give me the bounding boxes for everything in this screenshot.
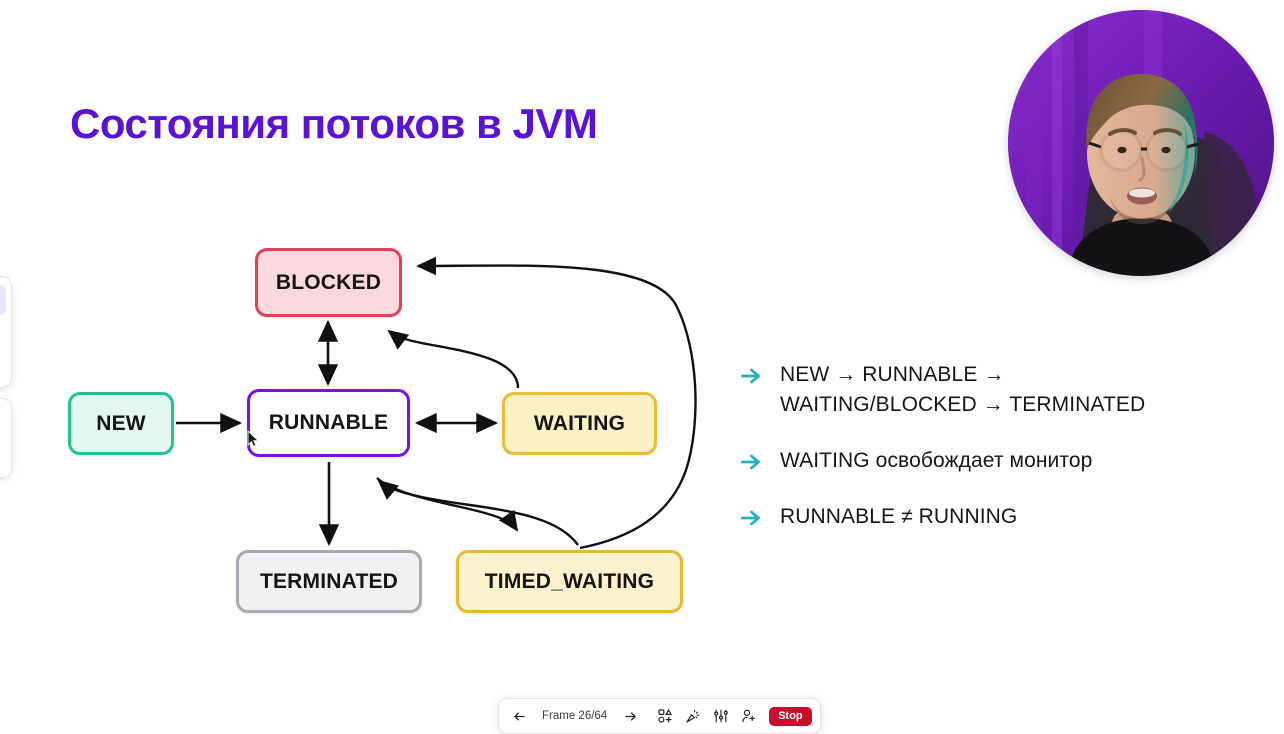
edge-waiting-to-blocked: [387, 329, 520, 389]
left-toolbar-secondary[interactable]: [0, 398, 12, 478]
list-item-text: RUNNABLE ≠ RUNNING: [780, 505, 1018, 528]
node-label: TERMINATED: [259, 569, 399, 593]
list-item: RUNNABLE ≠ RUNNING: [738, 502, 1238, 532]
arrow-right-icon: [738, 363, 764, 389]
add-person-icon[interactable]: [737, 705, 761, 727]
state-node-new[interactable]: NEW: [68, 392, 174, 455]
left-toolbar[interactable]: [0, 276, 12, 388]
list-item-text: WAITING освобождает монитор: [780, 449, 1093, 472]
list-item: NEW → RUNNABLE → WAITING/BLOCKED → TERMI…: [738, 360, 1238, 420]
node-label: BLOCKED: [275, 270, 382, 294]
edge-timed-to-runnable: [377, 479, 579, 546]
state-diagram[interactable]: BLOCKED NEW RUNNABLE WAITING TERMINATED …: [0, 0, 760, 680]
presentation-toolbar[interactable]: Frame 26/64: [498, 698, 821, 734]
node-label: TIMED_WAITING: [484, 569, 655, 593]
bullet-list: NEW → RUNNABLE → WAITING/BLOCKED → TERMI…: [738, 360, 1238, 558]
list-item: WAITING освобождает монитор: [738, 446, 1238, 476]
sliders-icon[interactable]: [709, 705, 733, 727]
arrow-right-icon: [738, 505, 764, 531]
state-node-terminated[interactable]: TERMINATED: [236, 550, 422, 613]
arrow-right-icon: [738, 449, 764, 475]
state-node-runnable[interactable]: RUNNABLE: [247, 389, 410, 457]
confetti-icon[interactable]: [681, 705, 705, 727]
presenter-webcam-bubble[interactable]: [1008, 10, 1274, 276]
edge-runnable-to-timed: [376, 477, 519, 532]
select-tool-icon[interactable]: [0, 285, 6, 315]
state-node-waiting[interactable]: WAITING: [502, 392, 657, 455]
pen-tool-icon[interactable]: [0, 317, 6, 347]
node-label: WAITING: [533, 411, 626, 435]
image-tool-icon[interactable]: [0, 439, 6, 469]
edge-timed-to-blocked: [416, 256, 697, 550]
next-frame-button[interactable]: [618, 705, 642, 727]
stop-button[interactable]: Stop: [769, 706, 812, 726]
add-shape-icon[interactable]: [653, 705, 677, 727]
node-label: RUNNABLE: [268, 411, 389, 434]
state-node-blocked[interactable]: BLOCKED: [255, 248, 402, 317]
frame-counter: Frame 26/64: [542, 710, 608, 722]
page-title: Состояния потоков в JVM: [70, 100, 598, 147]
webcam-video: [1008, 10, 1274, 276]
diagram-connectors: [176, 256, 697, 550]
state-node-timed-waiting[interactable]: TIMED_WAITING: [456, 550, 683, 613]
shape-tool-icon[interactable]: [0, 349, 6, 379]
node-label: NEW: [96, 411, 146, 435]
prev-frame-button[interactable]: [507, 705, 531, 727]
text-tool-icon[interactable]: [0, 407, 6, 437]
list-item-text: NEW → RUNNABLE → WAITING/BLOCKED → TERMI…: [780, 363, 1146, 416]
